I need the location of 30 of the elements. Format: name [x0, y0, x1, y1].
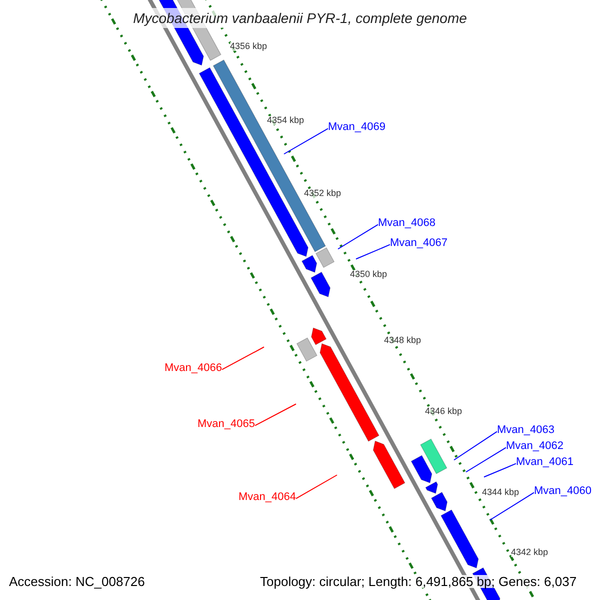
- gene-label: Mvan_4061: [516, 457, 574, 468]
- leader-line: [466, 447, 506, 472]
- gene-label: Mvan_4063: [497, 425, 554, 436]
- leader-line: [296, 474, 338, 500]
- gene-label: Mvan_4065: [198, 419, 255, 430]
- gene-label: Mvan_4064: [238, 492, 296, 503]
- accession-text: Accession: NC_008726: [9, 575, 145, 588]
- leader-line: [222, 346, 264, 370]
- scale-label: 4342 kbp: [511, 548, 548, 557]
- gene-label: Mvan_4060: [534, 486, 592, 497]
- leader-line: [254, 404, 296, 426]
- leader-line: [484, 463, 516, 478]
- gene-label: Mvan_4062: [506, 441, 564, 452]
- scale-label: 4346 kbp: [425, 407, 462, 416]
- leader-line: [284, 128, 328, 154]
- gene-label: Mvan_4068: [378, 218, 436, 229]
- leader-line: [454, 431, 498, 460]
- genome-info-text: Topology: circular; Length: 6,491,865 bp; Genes: 6,037: [260, 575, 577, 588]
- scale-label: 4344 kbp: [482, 488, 520, 497]
- leader-line: [338, 224, 378, 250]
- gene-label: Mvan_4069: [328, 122, 386, 133]
- gene-label: Mvan_4067: [390, 238, 448, 249]
- scale-label: 4348 kbp: [384, 336, 422, 345]
- leader-line: [356, 244, 390, 260]
- scale-label: 4354 kbp: [267, 116, 304, 125]
- gene-label: Mvan_4066: [164, 363, 222, 374]
- scale-label: 4356 kbp: [230, 42, 268, 51]
- scale-label: 4352 kbp: [304, 189, 342, 198]
- leader-line: [490, 492, 534, 520]
- scale-label: 4350 kbp: [350, 270, 388, 279]
